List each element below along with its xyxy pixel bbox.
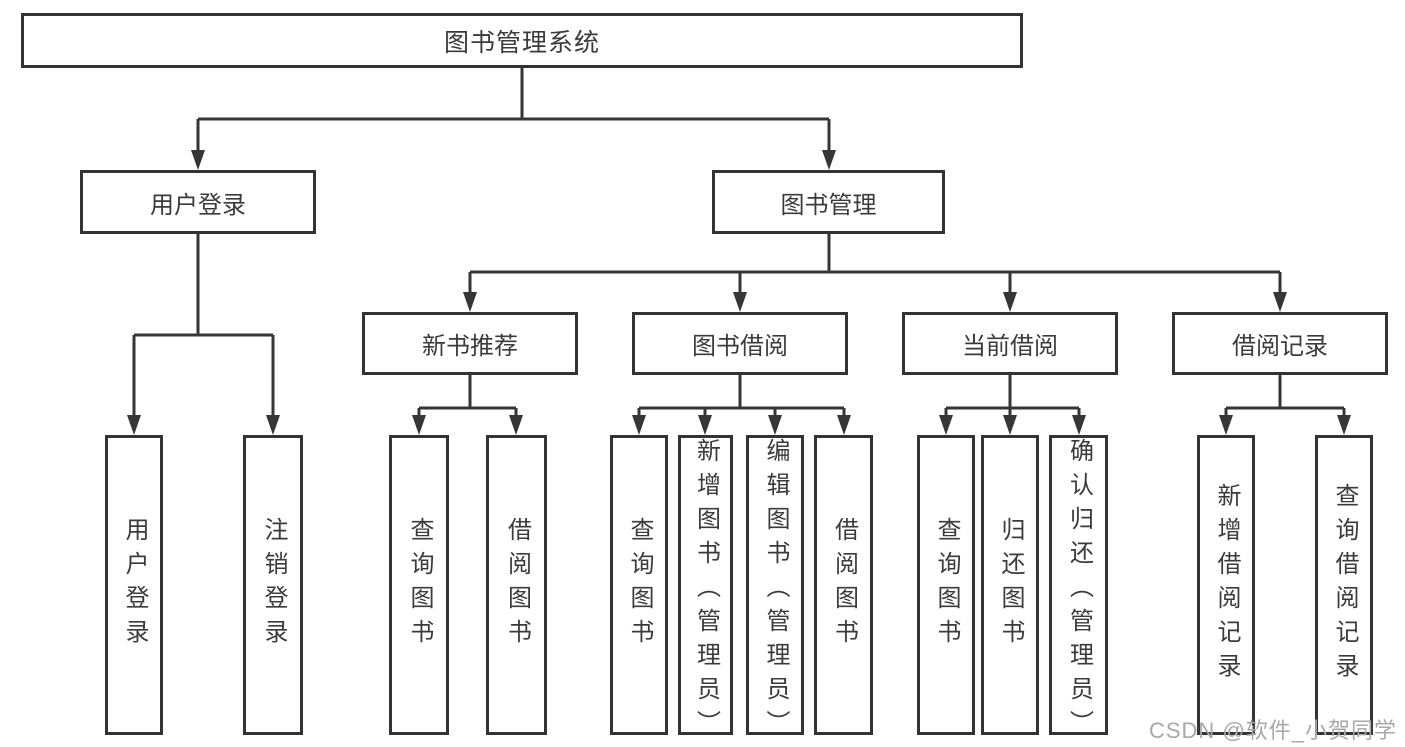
leaf-current-query-book: 查询图书 [917, 435, 975, 735]
leaf-confirm-return-admin-label: 确认归还（管理员） [1065, 438, 1093, 744]
connector-book-borrow-to-leaves [637, 375, 846, 417]
leaf-return-book: 归还图书 [981, 435, 1039, 735]
arrowhead [266, 415, 280, 435]
leaf-user-login: 用户登录 [105, 435, 163, 735]
leaf-borrow-book-label: 借阅图书 [830, 517, 858, 653]
arrowhead [191, 150, 205, 170]
leaf-return-book-label: 归还图书 [997, 517, 1024, 653]
node-book-management-label: 图书管理 [780, 191, 877, 219]
leaf-borrow-book: 借阅图书 [814, 435, 873, 735]
leaf-borrow-query-book: 查询图书 [610, 435, 668, 735]
leaf-add-borrow-record-label: 新增借阅记录 [1213, 483, 1240, 687]
arrowhead [509, 415, 523, 435]
node-book-management: 图书管理 [712, 170, 945, 234]
arrowhead [837, 415, 851, 435]
connector-current-borrow-to-leaves [944, 375, 1081, 417]
arrowhead [463, 292, 477, 312]
watermark: CSDN @软件_小贺同学 [1148, 718, 1397, 743]
leaf-confirm-return-admin: 确认归还（管理员） [1049, 435, 1108, 744]
leaf-add-book-admin-label: 新增图书（管理员） [692, 438, 720, 744]
node-book-borrow-label: 图书借阅 [692, 333, 788, 360]
leaf-logout: 注销登录 [243, 435, 303, 735]
node-book-borrow: 图书借阅 [632, 312, 848, 375]
node-current-borrow-label: 当前借阅 [962, 333, 1058, 360]
arrowhead [939, 415, 953, 435]
node-new-book-recommend: 新书推荐 [362, 312, 578, 375]
arrowhead [1003, 415, 1017, 435]
connector-new-book-to-leaves [417, 375, 518, 417]
connector-book-mgmt-to-level3 [468, 234, 1282, 294]
connector-root-to-level2 [196, 68, 831, 152]
arrowhead [412, 415, 426, 435]
node-current-borrow: 当前借阅 [902, 312, 1118, 375]
leaf-user-login-label: 用户登录 [121, 517, 148, 653]
leaf-query-borrow-record: 查询借阅记录 [1315, 435, 1373, 735]
arrowhead [1273, 292, 1287, 312]
connector-borrow-record-to-leaves [1224, 375, 1346, 417]
arrowhead [127, 415, 141, 435]
arrowhead [1072, 415, 1086, 435]
leaf-current-query-book-label: 查询图书 [933, 517, 960, 653]
leaf-recommend-query-book: 查询图书 [389, 435, 449, 735]
arrowhead [733, 292, 747, 312]
node-new-book-recommend-label: 新书推荐 [422, 333, 518, 360]
arrowhead [1003, 292, 1017, 312]
node-user-login: 用户登录 [80, 170, 316, 234]
leaf-add-borrow-record: 新增借阅记录 [1197, 435, 1255, 735]
node-borrow-record: 借阅记录 [1172, 312, 1388, 375]
arrowhead [768, 415, 782, 435]
leaf-recommend-query-book-label: 查询图书 [406, 517, 433, 653]
leaf-query-borrow-record-label: 查询借阅记录 [1331, 483, 1358, 687]
leaf-edit-book-admin-label: 编辑图书（管理员） [762, 438, 789, 744]
node-root-library-system: 图书管理系统 [21, 13, 1023, 68]
node-root-label: 图书管理系统 [443, 28, 600, 57]
leaf-recommend-borrow-book: 借阅图书 [486, 435, 547, 735]
node-user-login-label: 用户登录 [150, 191, 246, 219]
arrowhead [822, 150, 836, 170]
leaf-borrow-query-book-label: 查询图书 [626, 517, 653, 653]
leaf-logout-label: 注销登录 [260, 517, 287, 653]
arrowhead [1337, 415, 1351, 435]
connector-user-login-to-leaves [132, 234, 275, 417]
leaf-edit-book-admin: 编辑图书（管理员） [746, 435, 804, 744]
leaf-recommend-borrow-book-label: 借阅图书 [503, 517, 531, 653]
arrowhead [698, 415, 712, 435]
node-borrow-record-label: 借阅记录 [1232, 333, 1328, 360]
arrowhead [632, 415, 646, 435]
leaf-add-book-admin: 新增图书（管理员） [678, 435, 733, 744]
arrowhead [1219, 415, 1233, 435]
